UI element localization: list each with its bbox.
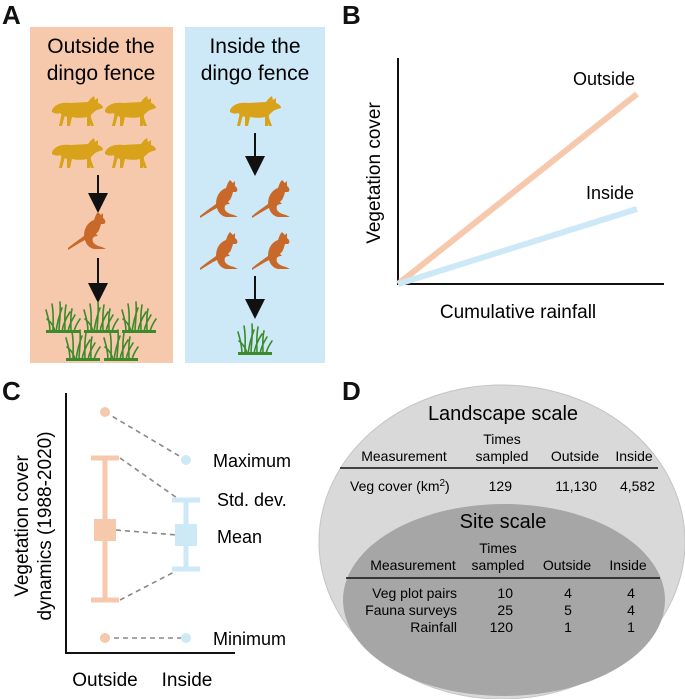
c-x-tick-inside: Inside: [162, 670, 213, 691]
c-outside-errorbar: [91, 407, 119, 643]
c-y-axis-label-line1: Vegetation cover: [12, 455, 33, 597]
c-label-maximum: Maximum: [213, 451, 291, 471]
c-y-axis-label-line2: dynamics (1988-2020): [35, 431, 56, 620]
outside-title-line1: Outside the: [47, 35, 154, 58]
landscape-header-measurement: Measurement: [361, 448, 447, 464]
landscape-header-outside: Outside: [551, 448, 599, 464]
site-row-times: 25: [497, 602, 513, 618]
inside-title-line1: Inside the: [209, 35, 300, 58]
b-outside-line: [396, 91, 639, 287]
site-row-outside: 5: [564, 602, 572, 618]
site-header-outside: Outside: [543, 557, 591, 573]
b-x-axis-label: Cumulative rainfall: [440, 302, 596, 323]
site-row-times: 10: [497, 585, 513, 601]
landscape-row-inside: 4,582: [620, 478, 655, 494]
b-inside-label: Inside: [586, 183, 634, 203]
c-label-minimum: Minimum: [213, 629, 286, 649]
landscape-header-inside: Inside: [615, 448, 653, 464]
site-row-measurement: Rainfall: [410, 619, 457, 635]
outside-title-line2: dingo fence: [47, 62, 156, 85]
site-header-sampled: sampled: [472, 557, 525, 573]
landscape-row-outside: 11,130: [555, 478, 597, 494]
b-inside-line: [397, 206, 638, 287]
panel-label-a: A: [2, 0, 21, 30]
landscape-row-measurement: Veg cover (km2): [350, 478, 450, 494]
panel-label-b: B: [342, 0, 361, 30]
c-label-mean: Mean: [217, 527, 262, 547]
c-x-tick-outside: Outside: [72, 670, 137, 691]
c-inside-errorbar: [172, 455, 200, 643]
panel-label-c: C: [2, 376, 21, 406]
c-label-stddev: Std. dev.: [217, 490, 287, 510]
landscape-header-times: Times: [483, 431, 521, 447]
landscape-title: Landscape scale: [428, 403, 578, 425]
landscape-row-times: 129: [489, 478, 513, 494]
site-header-measurement: Measurement: [370, 557, 456, 573]
site-row-inside: 4: [627, 585, 635, 601]
site-header-times: Times: [479, 540, 517, 556]
site-row-inside: 4: [627, 602, 635, 618]
site-row-outside: 1: [564, 619, 572, 635]
site-header-inside: Inside: [609, 557, 647, 573]
site-row-times: 120: [490, 619, 514, 635]
panel-label-d: D: [342, 376, 361, 406]
b-y-axis-label: Vegetation cover: [364, 102, 385, 244]
site-row-measurement: Fauna surveys: [365, 602, 457, 618]
b-outside-label: Outside: [573, 69, 635, 89]
inside-title-line2: dingo fence: [201, 62, 310, 85]
site-row-inside: 1: [627, 619, 635, 635]
site-ellipse: [343, 504, 665, 696]
site-title: Site scale: [460, 511, 547, 533]
landscape-header-sampled: sampled: [476, 448, 529, 464]
site-row-measurement: Veg plot pairs: [372, 585, 457, 601]
c-connector-lines: [104, 411, 187, 639]
site-row-outside: 4: [564, 585, 572, 601]
